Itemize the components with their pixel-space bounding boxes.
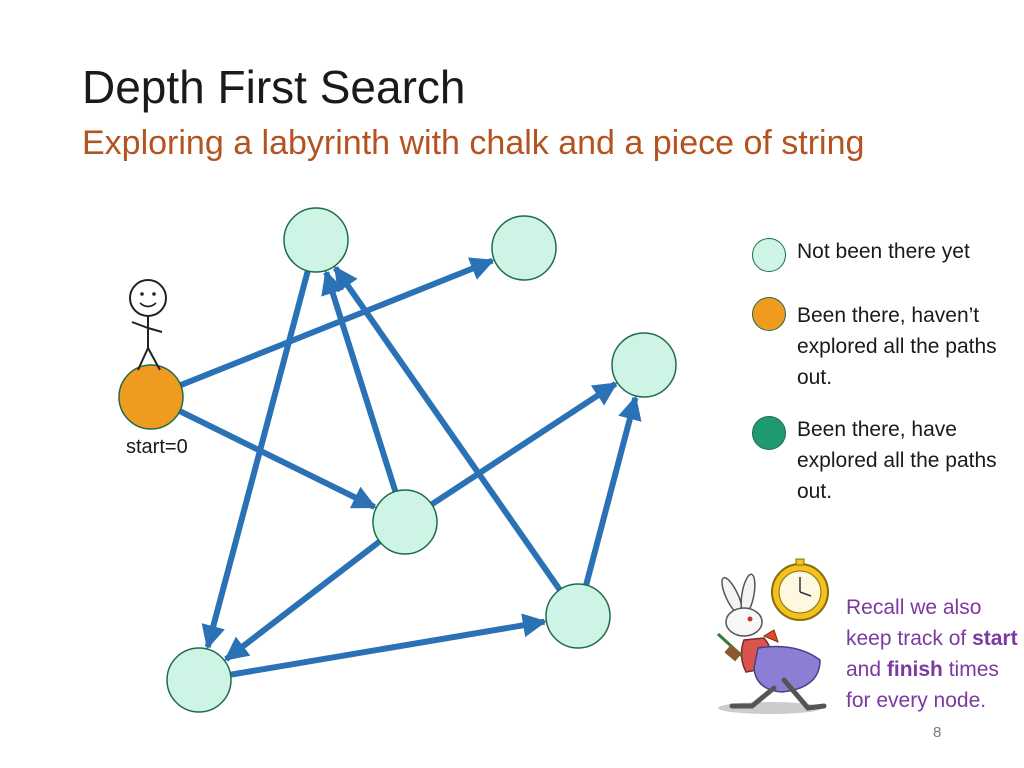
recall-text: times for every node. <box>846 658 999 712</box>
recall-text: and <box>846 658 887 681</box>
edge-n4-n1 <box>321 270 399 493</box>
node-n3 <box>611 332 677 398</box>
node-n2 <box>491 215 557 281</box>
edge-n6-n5 <box>230 613 547 678</box>
legend-dot-unvisited <box>752 238 786 272</box>
recall-start-keyword: start <box>972 627 1018 650</box>
recall-text: Recall we also keep track of <box>846 596 982 650</box>
node-n4 <box>372 489 438 555</box>
node-n5 <box>545 583 611 649</box>
start-label: start=0 <box>126 436 188 458</box>
node-n0 <box>118 364 184 430</box>
slide-title: Depth First Search <box>82 61 466 113</box>
white-rabbit-icon <box>716 558 829 714</box>
nodes-layer <box>118 207 677 713</box>
edges-layer <box>178 257 642 678</box>
node-n6 <box>166 647 232 713</box>
edge-n5-n3 <box>583 395 642 586</box>
recall-note: Recall we also keep track of start and f… <box>846 592 1021 716</box>
recall-finish-keyword: finish <box>886 658 943 681</box>
legend-dot-done <box>752 416 786 450</box>
page-number: 8 <box>933 724 942 741</box>
legend-text: Not been there yet <box>797 240 970 263</box>
node-n1 <box>283 207 349 273</box>
edge-n5-n1 <box>332 265 563 592</box>
legend-dot-in-progress <box>752 297 786 331</box>
edge-n0-n4 <box>178 408 377 510</box>
legend-text: Been there, haven’t explored all the pat… <box>797 304 997 389</box>
stick-figure-icon <box>129 279 167 371</box>
slide-subtitle: Exploring a labyrinth with chalk and a p… <box>82 124 865 162</box>
edge-n4-n6 <box>224 539 382 662</box>
edge-n4-n3 <box>430 381 618 507</box>
legend-text: Been there, have explored all the paths … <box>797 418 997 503</box>
edge-n0-n2 <box>179 257 495 388</box>
edge-n1-n6 <box>201 270 311 650</box>
